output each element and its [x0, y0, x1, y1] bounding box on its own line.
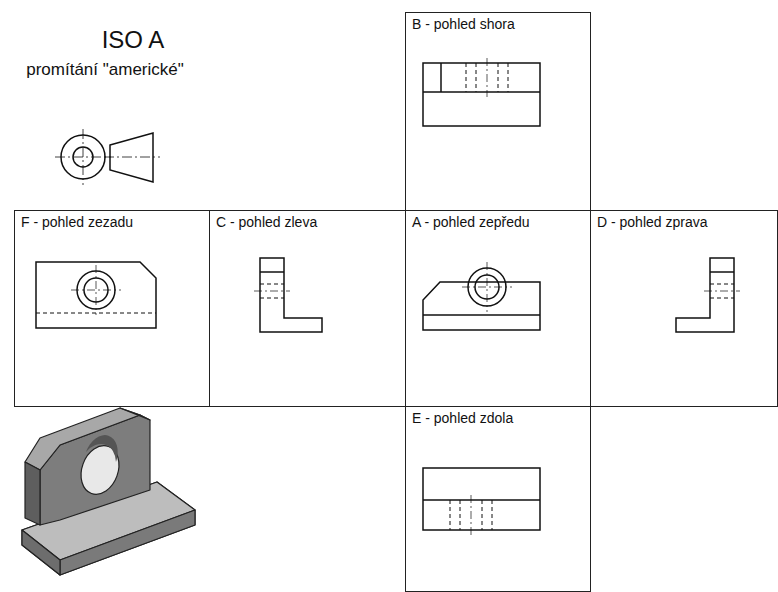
back-view: [36, 262, 156, 328]
bottom-view: [423, 468, 540, 535]
view-heading: A - pohled zepředu: [406, 211, 536, 233]
view-heading: C - pohled zleva: [210, 211, 323, 233]
right-view-panel: D - pohled zprava: [590, 210, 778, 407]
projection-method-label: promítání "americké": [26, 60, 184, 80]
back-view-panel: F - pohled zezadu: [14, 210, 210, 407]
view-heading: F - pohled zezadu: [15, 211, 139, 233]
view-heading: D - pohled zprava: [591, 211, 714, 233]
right-view: [676, 258, 740, 332]
left-view: [254, 258, 322, 332]
top-view-panel: B - pohled shora: [405, 12, 591, 211]
projection-symbol: [55, 129, 160, 185]
left-view-panel: C - pohled zleva: [209, 210, 406, 407]
view-heading: B - pohled shora: [406, 13, 521, 35]
bottom-view-panel: E - pohled zdola: [405, 406, 591, 592]
top-view: [423, 58, 540, 126]
front-view: [423, 262, 540, 330]
front-view-panel: A - pohled zepředu: [405, 210, 591, 407]
projection-title: ISO A: [102, 26, 165, 54]
isometric-view: [22, 408, 195, 575]
view-heading: E - pohled zdola: [406, 407, 519, 429]
